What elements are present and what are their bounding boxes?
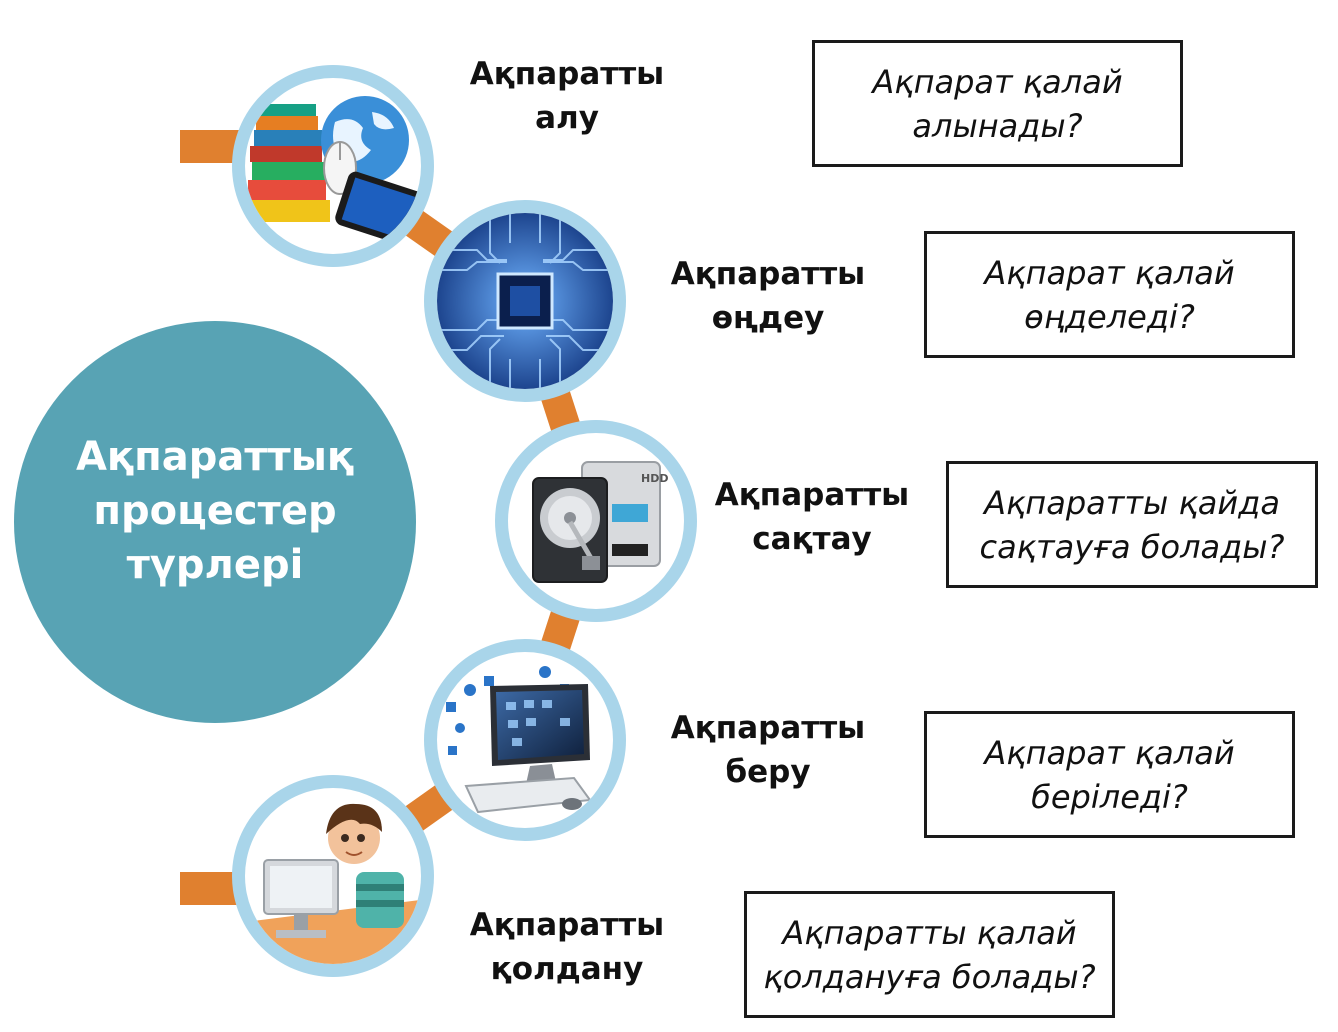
computer-network-icon bbox=[446, 666, 592, 814]
step-label-process: Ақпаратты өңдеу bbox=[670, 256, 866, 336]
circuit-chip-icon bbox=[437, 213, 613, 389]
center-title: Ақпараттық процестер түрлері bbox=[15, 430, 415, 592]
node-5 bbox=[232, 775, 434, 977]
node-1 bbox=[232, 65, 434, 267]
hard-drive-icon bbox=[532, 461, 661, 583]
node-2 bbox=[424, 200, 626, 402]
node-4 bbox=[424, 639, 626, 841]
question-box-transmit: Ақпарат қалай беріледі? bbox=[924, 711, 1295, 838]
question-box-receive: Ақпарат қалай алынады? bbox=[812, 40, 1183, 167]
step-label-use: Ақпаратты қолдану bbox=[469, 907, 665, 987]
books-globe-phone-icon bbox=[248, 96, 421, 245]
question-box-process: Ақпарат қалай өңделеді? bbox=[924, 231, 1295, 358]
hdd-tag: HDD bbox=[641, 472, 668, 485]
question-box-store: Ақпаратты қайда сақтауға болады? bbox=[946, 461, 1318, 588]
center-title-line2: процестер bbox=[93, 488, 337, 534]
question-box-use: Ақпаратты қалай қолдануға болады? bbox=[744, 891, 1115, 1018]
step-label-receive: Ақпаратты алу bbox=[469, 56, 665, 136]
center-title-line1: Ақпараттық bbox=[75, 434, 355, 480]
node-3: HDD bbox=[495, 420, 697, 622]
step-label-transmit: Ақпаратты беру bbox=[670, 710, 866, 790]
step-label-store: Ақпаратты сақтау bbox=[714, 477, 910, 557]
center-title-line3: түрлері bbox=[126, 542, 304, 588]
center-circle bbox=[14, 321, 416, 723]
